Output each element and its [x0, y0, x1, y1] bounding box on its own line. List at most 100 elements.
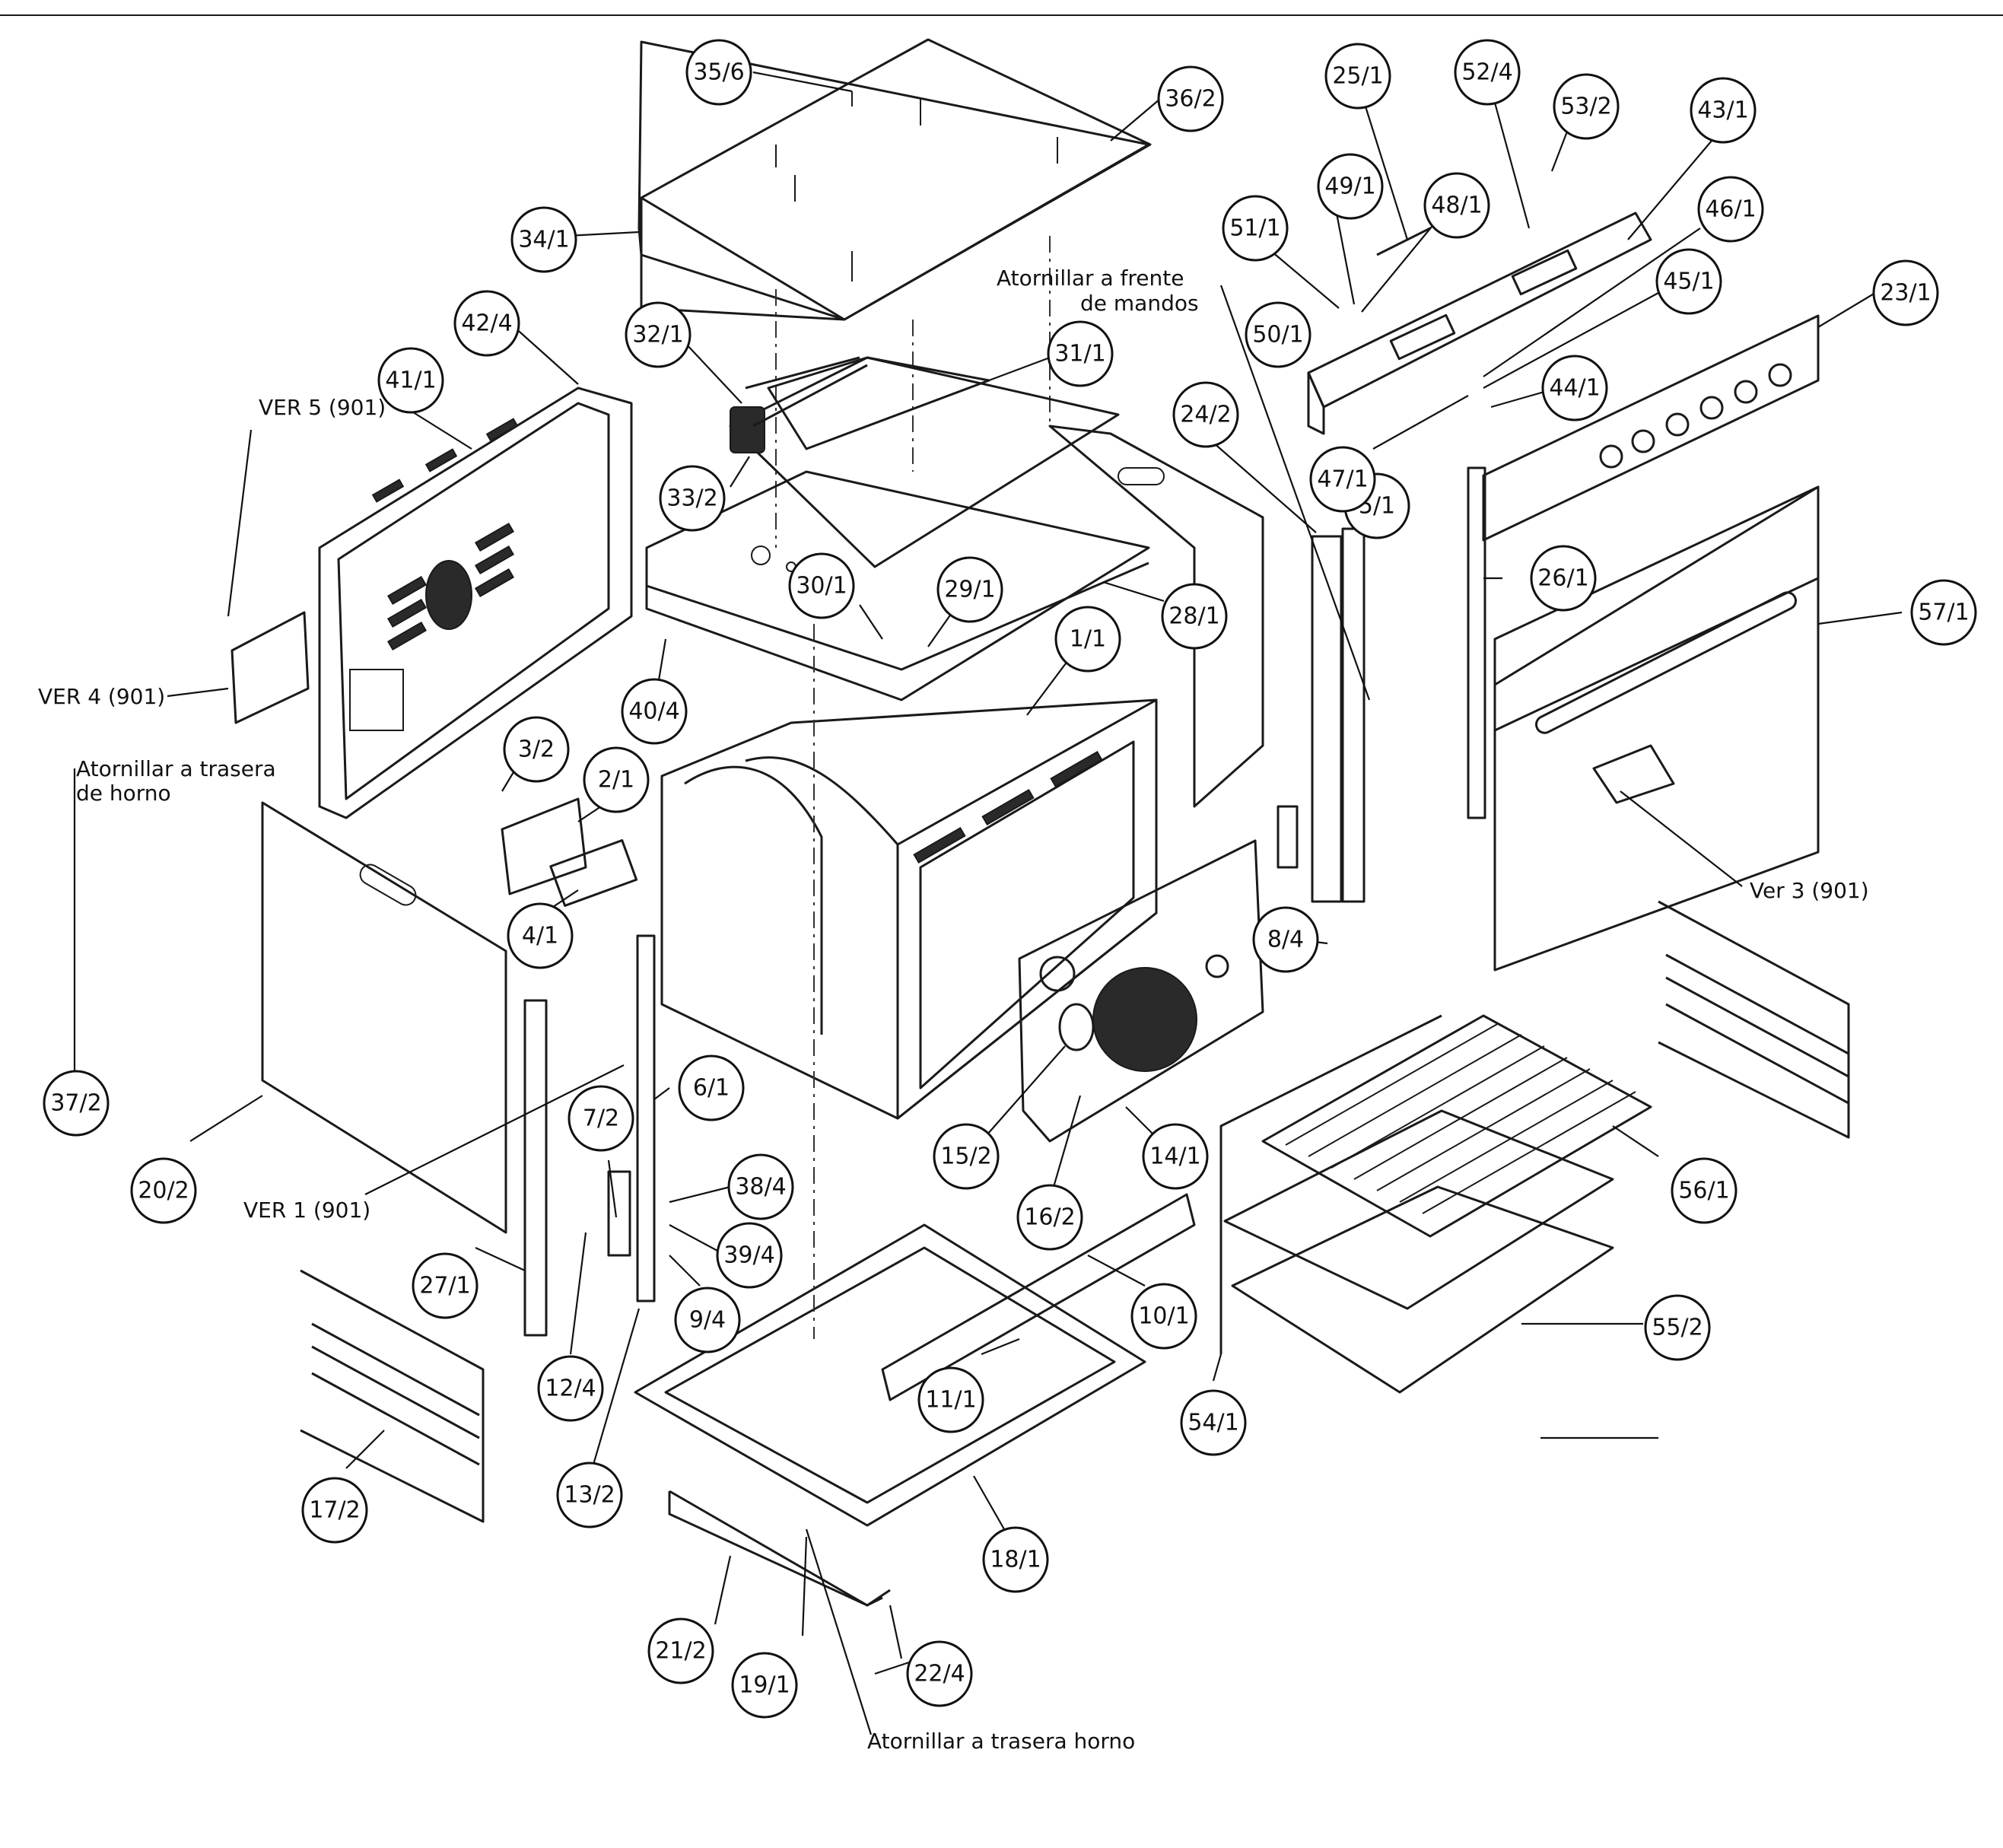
callout-1-1: 1/1 — [1054, 606, 1121, 673]
callout-46-1: 46/1 — [1697, 176, 1764, 243]
svg-text:38/4: 38/4 — [735, 1174, 786, 1201]
svg-text:35/6: 35/6 — [693, 59, 744, 86]
callout-31-1: 31/1 — [1047, 320, 1114, 387]
svg-text:42/4: 42/4 — [461, 310, 512, 337]
svg-text:56/1: 56/1 — [1678, 1178, 1729, 1204]
wire-shelf — [1261, 1014, 1652, 1238]
svg-text:15/2: 15/2 — [940, 1143, 991, 1170]
callout-19-1: 19/1 — [731, 1652, 798, 1719]
callout-37-2: 37/2 — [43, 1070, 110, 1137]
svg-text:40/4: 40/4 — [628, 698, 679, 725]
control-fascia — [1482, 314, 1820, 542]
callout-33-2: 33/2 — [659, 465, 726, 532]
note-rear-oven-line1: Atornillar a trasera — [76, 756, 276, 781]
svg-text:48/1: 48/1 — [1431, 192, 1482, 219]
svg-text:19/1: 19/1 — [739, 1672, 790, 1699]
svg-text:8/4: 8/4 — [1267, 927, 1304, 953]
svg-text:46/1: 46/1 — [1705, 196, 1756, 223]
callout-25-1: 25/1 — [1324, 43, 1391, 110]
callout-18-1: 18/1 — [982, 1526, 1049, 1593]
callout-13-2: 13/2 — [556, 1462, 623, 1528]
callout-54-1: 54/1 — [1180, 1389, 1247, 1456]
callout-48-1: 48/1 — [1423, 172, 1490, 239]
svg-text:12/4: 12/4 — [545, 1376, 596, 1402]
svg-text:32/1: 32/1 — [632, 322, 683, 348]
control-panel-housing — [1307, 212, 1652, 435]
callout-47-1: 47/1 — [1309, 446, 1376, 513]
callout-57-1: 57/1 — [1910, 579, 1977, 646]
callout-45-1: 45/1 — [1655, 248, 1722, 315]
svg-text:28/1: 28/1 — [1168, 603, 1219, 630]
callout-50-1: 50/1 — [1245, 301, 1311, 368]
svg-text:51/1: 51/1 — [1229, 215, 1280, 242]
callout-17-2: 17/2 — [301, 1477, 368, 1544]
callout-15-2: 15/2 — [933, 1123, 1000, 1190]
callout-43-1: 43/1 — [1690, 77, 1757, 144]
note-front-controls-line2: de mandos — [1080, 291, 1199, 316]
svg-text:1/1: 1/1 — [1070, 626, 1106, 653]
note-rear-oven-bottom: Atornillar a trasera horno — [867, 1729, 1135, 1754]
svg-text:11/1: 11/1 — [925, 1387, 976, 1414]
inner-ceiling-panel — [645, 470, 1150, 701]
callout-22-4: 22/4 — [906, 1640, 973, 1707]
callout-2-1: 2/1 — [583, 746, 650, 813]
svg-text:57/1: 57/1 — [1918, 600, 1969, 626]
callout-12-4: 12/4 — [537, 1355, 604, 1422]
note-ver4: VER 4 (901) — [38, 684, 165, 709]
callout-28-1: 28/1 — [1161, 583, 1228, 650]
svg-text:44/1: 44/1 — [1549, 375, 1600, 402]
svg-text:36/2: 36/2 — [1165, 86, 1216, 113]
callout-10-1: 10/1 — [1130, 1283, 1197, 1350]
oven-door — [1493, 485, 1820, 972]
callout-30-1: 30/1 — [788, 552, 855, 619]
svg-text:47/1: 47/1 — [1317, 466, 1368, 493]
callout-35-6: 35/6 — [685, 39, 752, 106]
svg-text:10/1: 10/1 — [1138, 1303, 1189, 1330]
callout-44-1: 44/1 — [1541, 355, 1608, 421]
svg-text:27/1: 27/1 — [419, 1273, 470, 1299]
fan-cover — [1018, 839, 1264, 1143]
note-rear-oven-line2: de horno — [76, 781, 171, 806]
callout-3-2: 3/2 — [503, 716, 570, 783]
svg-text:7/2: 7/2 — [583, 1105, 619, 1132]
svg-text:21/2: 21/2 — [655, 1638, 706, 1665]
svg-text:45/1: 45/1 — [1663, 269, 1714, 295]
callout-41-1: 41/1 — [377, 347, 444, 414]
callout-27-1: 27/1 — [412, 1252, 478, 1319]
note-ver3: Ver 3 (901) — [1750, 878, 1869, 903]
left-side-panel — [231, 386, 633, 819]
svg-text:9/4: 9/4 — [689, 1307, 726, 1334]
right-side-frame — [1048, 425, 1264, 808]
callout-26-1: 26/1 — [1530, 545, 1597, 612]
callout-40-4: 40/4 — [621, 678, 688, 745]
svg-text:55/2: 55/2 — [1652, 1315, 1703, 1341]
hood-baffle — [729, 356, 1120, 568]
callout-7-2: 7/2 — [568, 1085, 634, 1152]
svg-text:3/2: 3/2 — [518, 736, 555, 763]
svg-text:52/4: 52/4 — [1461, 59, 1512, 86]
svg-text:17/2: 17/2 — [309, 1497, 360, 1524]
callout-6-1: 6/1 — [678, 1054, 745, 1121]
svg-text:13/2: 13/2 — [564, 1482, 615, 1509]
svg-text:30/1: 30/1 — [796, 573, 847, 600]
baking-tray-upper — [1223, 1109, 1614, 1310]
svg-text:16/2: 16/2 — [1024, 1204, 1075, 1231]
callout-32-1: 32/1 — [625, 301, 692, 368]
svg-text:33/2: 33/2 — [666, 485, 717, 512]
svg-text:4/1: 4/1 — [522, 923, 558, 949]
svg-text:54/1: 54/1 — [1187, 1410, 1238, 1436]
svg-text:49/1: 49/1 — [1324, 173, 1375, 200]
baking-tray-lower — [1231, 1185, 1614, 1394]
svg-text:29/1: 29/1 — [944, 577, 995, 603]
svg-text:2/1: 2/1 — [598, 767, 634, 794]
callout-38-4: 38/4 — [727, 1153, 794, 1220]
tray-frame — [1219, 1014, 1442, 1354]
callout-39-4: 39/4 — [716, 1222, 783, 1289]
svg-text:22/4: 22/4 — [914, 1661, 965, 1687]
callout-4-1: 4/1 — [507, 902, 574, 969]
callout-23-1: 23/1 — [1872, 259, 1939, 326]
svg-text:23/1: 23/1 — [1880, 280, 1931, 307]
svg-text:14/1: 14/1 — [1149, 1143, 1200, 1170]
callout-53-2: 53/2 — [1553, 73, 1620, 140]
callout-55-2: 55/2 — [1644, 1294, 1711, 1361]
